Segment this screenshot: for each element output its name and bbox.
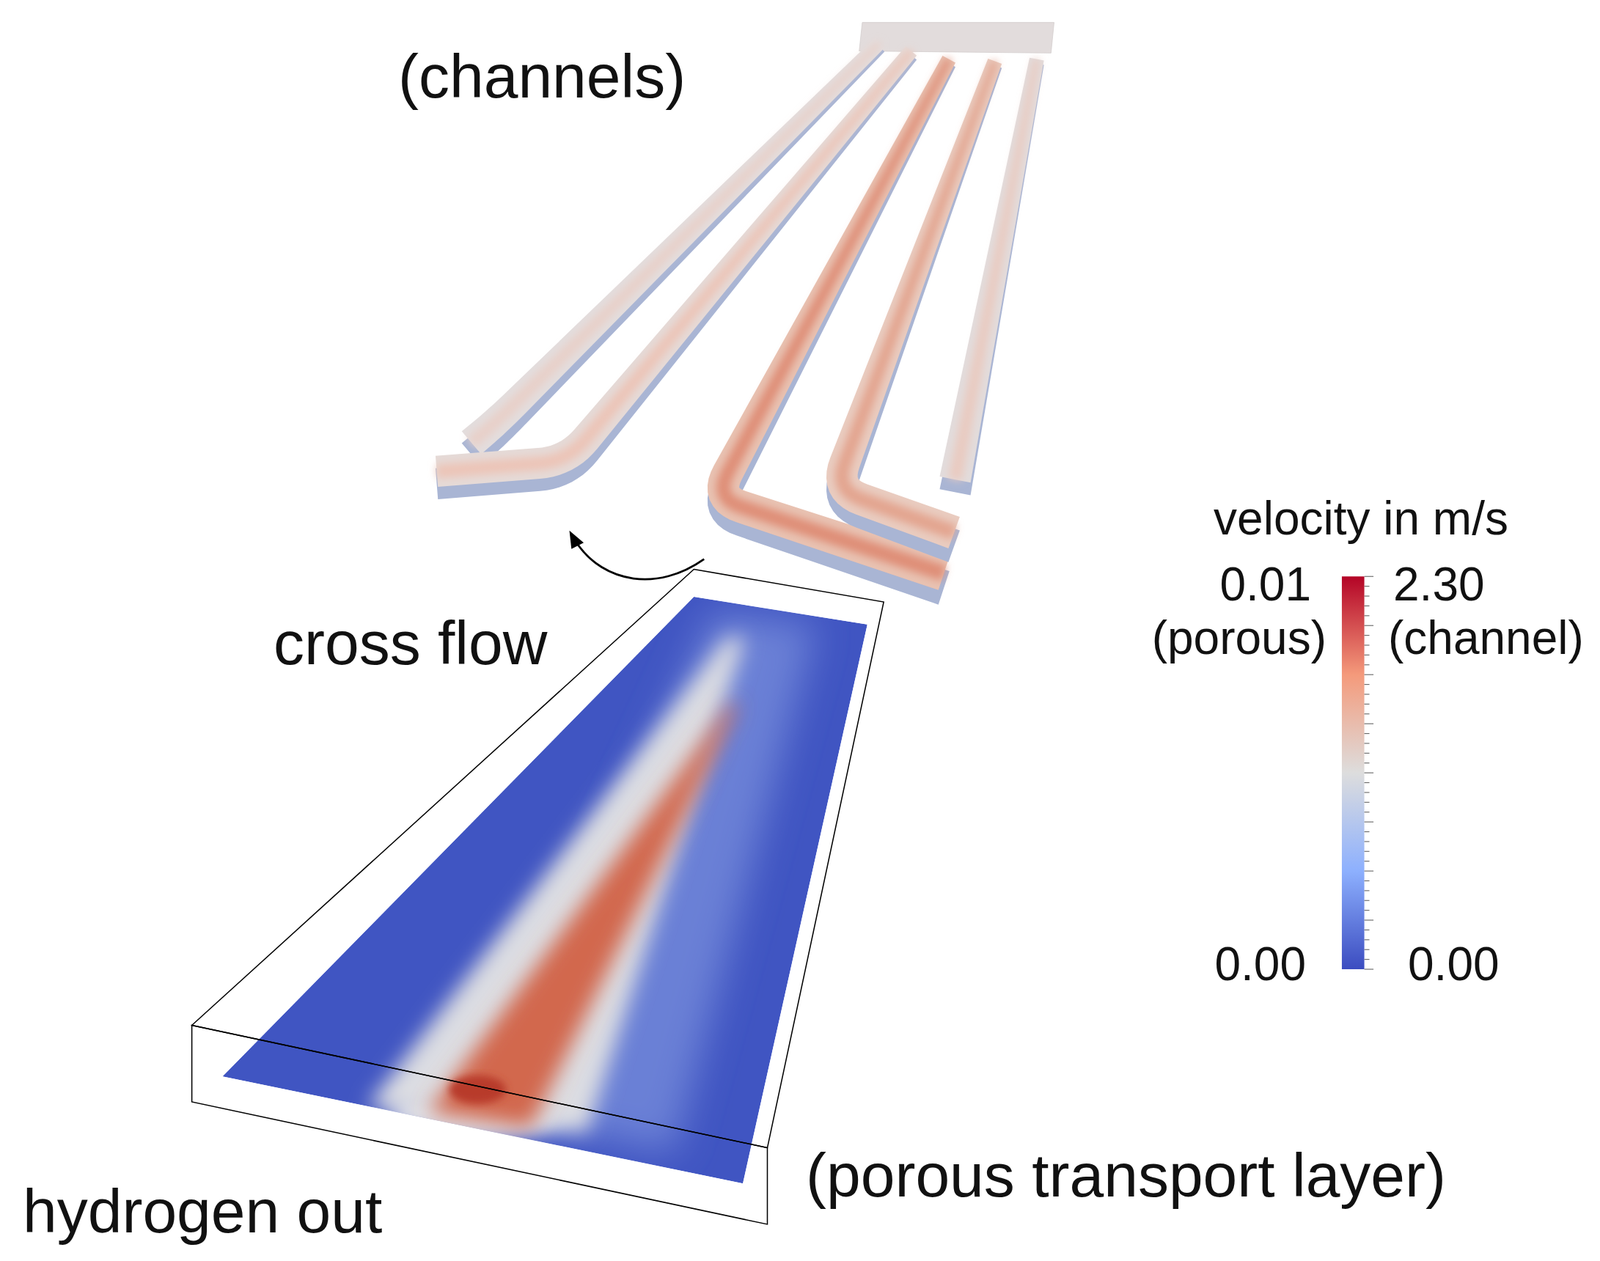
flow-channels [435,38,1045,605]
tick-mark [1364,939,1370,941]
part-label: (channels) [398,45,686,108]
tick-mark [1364,753,1370,754]
colour-bar-ticks [1364,576,1375,970]
tick-mark [1364,723,1375,725]
tick-mark [1364,693,1370,695]
tick-mark [1364,713,1370,715]
tick-mark [1364,684,1370,685]
tick-mark [1364,791,1370,793]
scale-note: (porous) [1151,614,1327,662]
colour-bar [1341,576,1365,970]
tick-mark [1364,703,1370,705]
tick-mark [1364,742,1370,744]
tick-mark [1364,821,1375,823]
scale-note: (channel) [1388,614,1584,662]
tick-mark [1364,929,1370,931]
flow-label: cross flow [273,612,548,674]
part-label: (porous transport layer) [805,1144,1447,1207]
channel-top [826,58,1002,549]
tick-mark [1364,654,1370,656]
tick-mark [1364,831,1370,833]
tick-mark [1364,802,1370,803]
channel-velocity-core [948,58,1040,482]
tick-mark [1364,576,1375,578]
tick-mark [1364,841,1370,842]
tick-mark [1364,674,1375,676]
tick-mark [1364,772,1375,774]
cross-flow-arrow [576,542,704,580]
tick-mark [1364,605,1370,607]
tick-mark [1364,811,1370,813]
tick-mark [1364,585,1370,587]
tick-mark [1364,615,1370,616]
channel-manifold [859,22,1055,54]
arrow-head [569,530,584,550]
tick-mark [1364,625,1375,627]
tick-mark [1364,860,1370,862]
tick-mark [1364,871,1375,872]
scale-value: 0.01 [1219,560,1312,608]
tick-mark [1364,733,1370,735]
tick-mark [1364,900,1370,902]
tick-mark [1364,851,1370,853]
tick-mark [1364,762,1370,764]
tick-mark [1364,782,1370,784]
tick-mark [1364,635,1370,636]
scale-value: 2.30 [1393,560,1485,608]
tick-mark [1364,595,1370,597]
tick-mark [1364,968,1375,970]
porous-layer-field [222,596,867,1184]
tick-mark [1364,664,1370,666]
tick-mark [1364,959,1370,960]
scale-title: velocity in m/s [1213,494,1509,542]
layer-outline [192,569,885,1225]
tick-mark [1364,890,1370,891]
scale-value: 0.00 [1214,940,1306,988]
scale-value: 0.00 [1407,940,1500,988]
outlet-label: hydrogen out [22,1180,383,1243]
channel-top [939,57,1044,483]
tick-mark [1364,880,1370,882]
tick-mark [1364,909,1370,911]
tick-mark [1364,919,1375,921]
tick-mark [1364,949,1370,951]
tick-mark [1364,644,1370,646]
